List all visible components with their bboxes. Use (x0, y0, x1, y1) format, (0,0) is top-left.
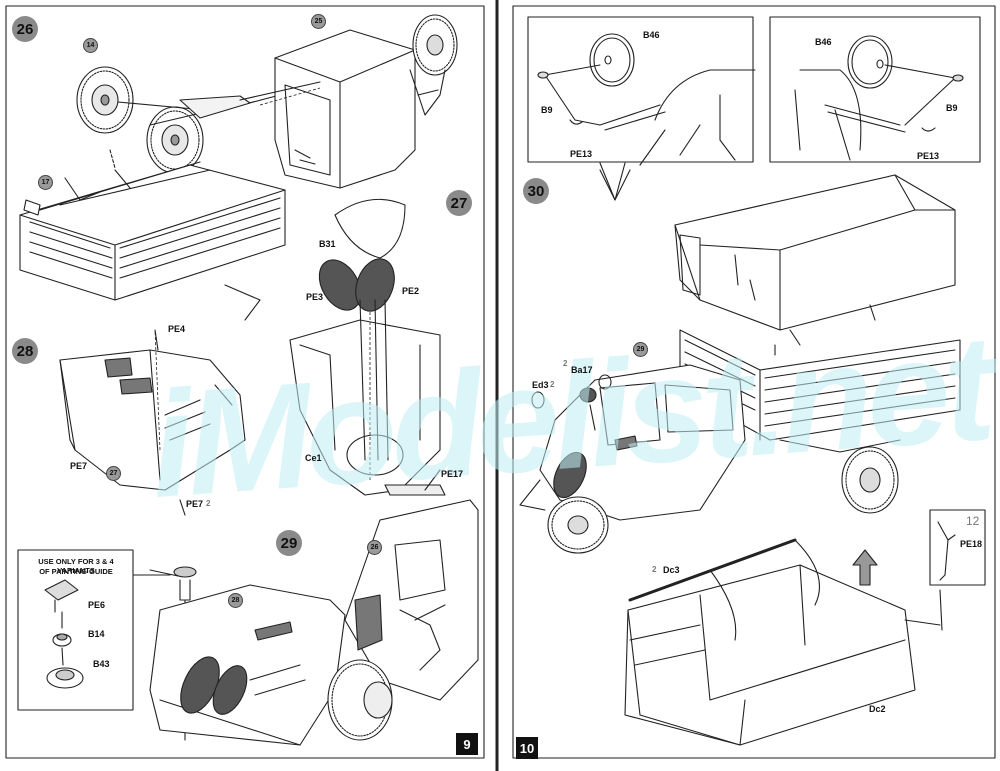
label-b9-left: B9 (541, 105, 553, 115)
label-ce1: Ce1 (305, 453, 322, 463)
count-pe18: 12 (966, 514, 980, 528)
part-29-badge: 29 (633, 342, 648, 357)
page-number-right: 10 (516, 737, 538, 759)
step26-drawing (19, 14, 458, 321)
label-b14: B14 (88, 629, 105, 639)
label-dc2: Dc2 (869, 704, 886, 714)
part-28-badge: 28 (228, 593, 243, 608)
label-pe13-left: PE13 (570, 149, 593, 159)
label-pe7-left: PE7 (70, 461, 88, 471)
label-b31: B31 (319, 239, 336, 249)
count-ed3: 2 (550, 380, 555, 389)
label-pe2: PE2 (402, 286, 420, 296)
step27-drawing (289, 198, 446, 496)
part-27-badge: 27 (106, 466, 121, 481)
inset-left-drawing (527, 16, 756, 201)
label-pe17: PE17 (441, 469, 464, 479)
step-27-badge: 27 (446, 190, 472, 216)
step30-drawing (519, 169, 986, 746)
label-b43: B43 (93, 659, 110, 669)
note-line-2: OF PAINTING GUIDE (39, 567, 113, 576)
label-b9-right: B9 (946, 103, 958, 113)
inset-right-drawing (769, 16, 981, 163)
step29-drawing (149, 499, 479, 746)
label-pe6: PE6 (88, 600, 106, 610)
part-17-badge: 17 (38, 175, 53, 190)
count-pe7: 2 (206, 499, 211, 508)
label-pe18: PE18 (960, 539, 983, 549)
label-pe7-bottom: PE7 (186, 499, 204, 509)
label-b46-right: B46 (815, 37, 832, 47)
left-page-frame (5, 5, 485, 759)
label-pe4: PE4 (168, 324, 186, 334)
right-page-frame (512, 5, 996, 759)
part-26-badge: 26 (367, 540, 382, 555)
note-line-1: USE ONLY FOR 3 & 4 VARIANTS (38, 557, 114, 576)
count-ba17: 2 (563, 359, 568, 368)
step-29-badge: 29 (276, 530, 302, 556)
label-ed3: Ed3 (532, 380, 549, 390)
step-30-badge: 30 (523, 178, 549, 204)
page-number-left: 9 (456, 733, 478, 755)
part-14-badge: 14 (83, 38, 98, 53)
step-28-badge: 28 (12, 338, 38, 364)
part-25-badge: 25 (311, 14, 326, 29)
label-dc3: Dc3 (663, 565, 680, 575)
step-26-badge: 26 (12, 16, 38, 42)
label-ba17: Ba17 (571, 365, 593, 375)
note-box-drawing (17, 549, 197, 741)
label-pe13-right: PE13 (917, 151, 940, 161)
label-pe3: PE3 (306, 292, 324, 302)
count-dc3: 2 (652, 565, 657, 574)
step28-drawing (59, 329, 246, 516)
label-b46-left: B46 (643, 30, 660, 40)
